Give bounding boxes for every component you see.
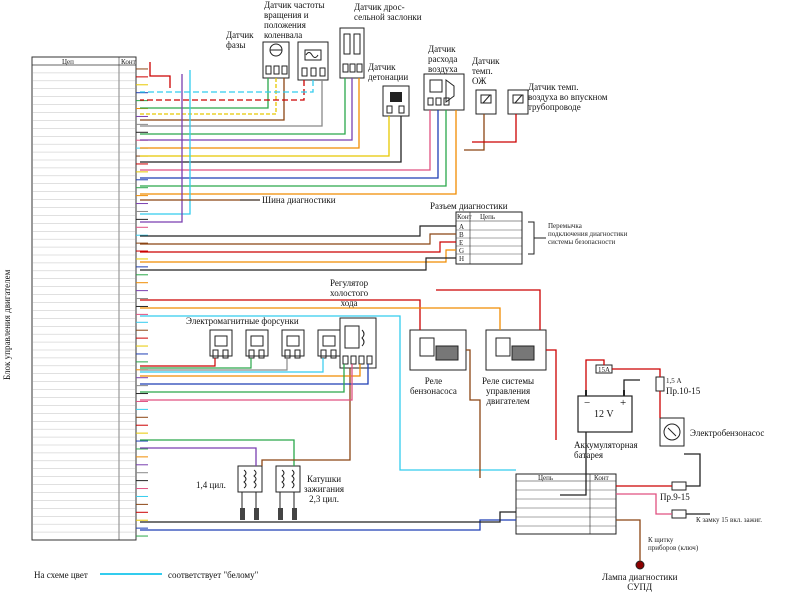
crank-sensor — [297, 41, 329, 81]
ecu-row-lines — [32, 72, 136, 533]
relay-block-table — [515, 473, 617, 535]
fuse-small-label: 1,5 А — [666, 377, 682, 385]
ignition-label: К замку 15 вкл. зажиг. — [696, 516, 763, 524]
battery — [577, 390, 633, 433]
legend-suffix: соответствует "белому" — [168, 570, 259, 580]
pump-relay — [409, 329, 467, 371]
lamp-label: Лампа диагностики СУПД — [602, 572, 678, 592]
coolant-sensor-label: Датчик темп. ОЖ — [472, 56, 500, 86]
diag-row-pin: E — [459, 239, 464, 247]
injectors — [140, 329, 341, 373]
phase-sensor — [262, 41, 290, 79]
ecu-block — [31, 56, 137, 541]
power-wires — [140, 289, 710, 561]
diag-wires — [140, 225, 456, 271]
relay-block-header-circuit: Цепь — [538, 474, 554, 482]
main-relay — [485, 329, 547, 371]
injector — [140, 329, 233, 367]
fuel-pump-label: Электробензонасос — [690, 428, 765, 438]
throttle-sensor — [339, 27, 365, 79]
iac-label: Регулятор холостого хода — [330, 278, 369, 308]
iac-valve — [339, 317, 377, 369]
battery-label: Аккумуляторная батарея — [574, 440, 638, 460]
ecu-header-name: Цеп — [62, 58, 74, 66]
coil-23-label: Катушки зажигания 2,3 цил. — [304, 474, 345, 504]
knock-sensor-label: Датчик детонации — [368, 62, 409, 82]
crank-sensor-label: Датчик частоты вращения и положения коле… — [264, 0, 325, 40]
phase-sensor-label: Датчик фазы — [226, 30, 254, 50]
fuel-pump — [659, 417, 685, 447]
maf-sensor-label: Датчик расхода воздуха — [428, 44, 458, 74]
dash-label: К щитку приборов (ключ) — [648, 536, 699, 552]
diag-header-pin: Конт — [457, 213, 472, 221]
fuse-9-label: Пр.9-15 — [660, 492, 690, 502]
injectors-label: Электромагнитные форсунки — [186, 316, 299, 326]
maf-sensor — [423, 73, 465, 111]
relay-block-header-pin: Конт — [594, 474, 609, 482]
diag-connector — [455, 211, 546, 265]
battery-plus: + — [620, 397, 627, 409]
ecu-wires — [136, 68, 148, 537]
diag-row-pin: B — [459, 231, 464, 239]
sensor-wires — [140, 62, 517, 223]
diag-header-circuit: Цепь — [480, 213, 496, 221]
ecu-header-pin: Конт — [121, 58, 136, 66]
battery-voltage: 12 V — [594, 409, 614, 420]
battery-minus: − — [584, 397, 591, 409]
diag-connector-title: Разъем диагностики — [430, 201, 508, 211]
diag-row-pin: H — [459, 255, 465, 263]
knock-sensor — [382, 85, 410, 117]
pump-relay-label: Реле бензонасоса — [410, 376, 457, 396]
diag-row-pin: A — [459, 223, 465, 231]
ecu-title: Блок управления двигателем — [2, 269, 12, 380]
diag-bus-label: Шина диагностики — [262, 195, 336, 205]
diag-jumper-note: Перемычка подключения диагностики систем… — [548, 222, 628, 246]
air-temp-sensor — [507, 89, 529, 115]
air-temp-sensor-label: Датчик темп. воздуха во впускном трубопр… — [528, 82, 608, 112]
throttle-sensor-label: Датчик дрос- сельной заслонки — [354, 2, 422, 22]
injector — [140, 329, 269, 369]
coil-14-label: 1,4 цил. — [196, 480, 226, 490]
fuse-box-label: 15А — [598, 366, 611, 374]
diag-lamp — [635, 560, 645, 570]
fuse-10-label: Пр.10-15 — [666, 386, 701, 396]
coolant-sensor — [475, 89, 497, 115]
diag-row-pin: G — [459, 247, 465, 255]
ignition-coils — [237, 465, 301, 520]
injector — [140, 329, 305, 371]
legend-prefix: На схеме цвет — [34, 570, 88, 580]
main-relay-label: Реле системы управления двигателем — [482, 376, 535, 406]
